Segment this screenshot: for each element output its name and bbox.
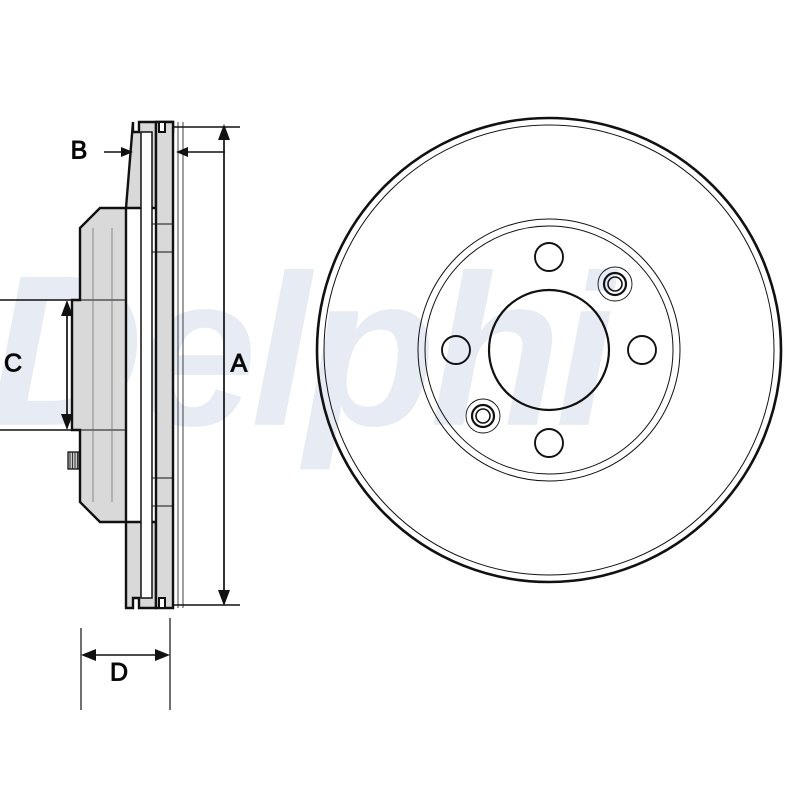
inner-plate-top-notch bbox=[158, 121, 166, 133]
dimension-A-arrow-top bbox=[218, 124, 230, 140]
section-rib-lines bbox=[152, 223, 173, 507]
inner-plate-bottom-notch bbox=[158, 597, 166, 609]
bolt-hole-top bbox=[534, 242, 564, 272]
dimension-A: A bbox=[173, 124, 248, 606]
dimension-D: D bbox=[80, 618, 171, 710]
dimension-A-arrow-bottom bbox=[218, 590, 230, 606]
dimension-B-arrow-left bbox=[121, 147, 133, 157]
ventilation-gap bbox=[140, 131, 153, 599]
threaded-hole-upper-right bbox=[597, 266, 633, 302]
dimension-C-arrow-top bbox=[61, 300, 73, 316]
hub-knurl-mark bbox=[67, 451, 80, 470]
dimension-D-arrow-left bbox=[81, 649, 96, 661]
bolt-hole-bottom bbox=[534, 428, 564, 458]
bolt-hole-left bbox=[441, 335, 471, 365]
bolt-hole-right bbox=[627, 335, 657, 365]
threaded-hole-lower-left bbox=[465, 398, 501, 434]
friction-plate-inner-body bbox=[154, 120, 175, 610]
hub-inner-circle bbox=[424, 225, 674, 475]
section-hub-detail-lines bbox=[79, 228, 126, 502]
dimension-A-label: A bbox=[231, 350, 248, 378]
dimension-B: B bbox=[70, 126, 240, 165]
dimension-B-arrow-right bbox=[176, 147, 188, 157]
section-view-group bbox=[67, 120, 184, 610]
face-view-group bbox=[315, 116, 783, 584]
dimension-C-label: C bbox=[4, 350, 22, 378]
dimension-D-label: D bbox=[110, 659, 128, 687]
dimension-C-arrow-bottom bbox=[61, 414, 73, 430]
dimension-D-arrow-right bbox=[155, 649, 170, 661]
dimension-B-label: B bbox=[71, 137, 88, 165]
friction-band-circle bbox=[323, 124, 775, 576]
dimension-C: C bbox=[0, 299, 80, 431]
section-guide-lines bbox=[92, 228, 113, 502]
hub-outer-circle bbox=[417, 218, 681, 482]
outer-edge-circle bbox=[315, 116, 783, 584]
centre-bore-circle bbox=[487, 288, 611, 412]
section-echo-lines bbox=[177, 122, 184, 608]
